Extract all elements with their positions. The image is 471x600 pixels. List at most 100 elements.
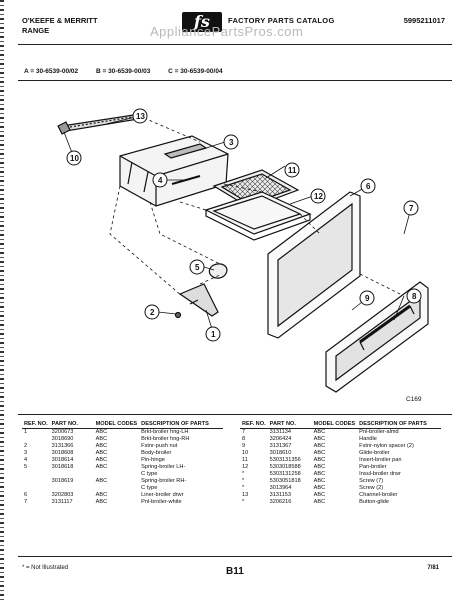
part-no-cell: 5303131356	[269, 457, 301, 463]
svg-text:10: 10	[70, 154, 79, 163]
table-row: * 5303131258 ABC Insul-broiler drwr	[240, 471, 441, 478]
model-codes-cell	[94, 471, 140, 478]
model-codes-cell: ABC	[313, 450, 326, 456]
model-c: C = 30-6539-00/04	[168, 68, 223, 75]
svg-text:8: 8	[412, 292, 417, 301]
part-glide-broiler	[57, 121, 71, 135]
part-no-cell: 5303051818	[269, 478, 301, 484]
parts-table-right: REF. NO. PART NO. MODEL CODES DESCRIPTIO…	[240, 421, 442, 506]
description-cell: Brkt-broiler hng-LH	[141, 429, 189, 435]
part-no-cell: 3206424	[269, 436, 292, 442]
ref-no-cell: 8	[242, 436, 246, 442]
svg-text:2: 2	[150, 308, 155, 317]
description-cell: Pan-broiler	[359, 464, 387, 470]
ref-no-cell: 1	[24, 429, 28, 435]
description-cell: Pin-hinge	[141, 457, 165, 463]
description-cell: Insert-broiler pan	[359, 457, 402, 463]
catalog-number: 5995211017	[403, 16, 445, 25]
description-cell: Brkt-broiler hng-RH	[141, 436, 190, 442]
callout-1: 1	[205, 326, 221, 342]
table-row: C type	[22, 471, 223, 478]
ref-no-cell: 4	[24, 457, 28, 463]
model-codes-cell: ABC	[313, 464, 326, 470]
callout-5: 5	[189, 259, 205, 275]
watermark: AppliancePartsPros.com	[150, 24, 304, 39]
ref-no-cell: 6	[24, 492, 28, 498]
part-liner-broiler-drawer	[267, 191, 361, 339]
part-no-cell: 3013964	[269, 485, 292, 491]
revision-date: 7/81	[427, 565, 439, 571]
callout-4: 4	[152, 172, 168, 188]
part-no-cell: 3018610	[269, 450, 292, 456]
description-cell: Glide-broiler	[359, 450, 390, 456]
model-codes-cell: ABC	[313, 478, 326, 484]
model-codes-cell: ABC	[313, 485, 326, 491]
ref-no-cell: 13	[242, 492, 249, 498]
part-no-cell: 3018690	[51, 436, 74, 442]
part-handle	[359, 304, 415, 351]
model-b: B = 30-6539-00/03	[95, 68, 151, 75]
brand-line-1: O'KEEFE & MERRITT	[22, 16, 98, 25]
model-codes-cell: ABC	[313, 429, 326, 435]
brand-title: O'KEEFE & MERRITT RANGE	[22, 16, 98, 36]
ref-no-cell: 2	[24, 443, 28, 449]
ref-no-cell: 7	[24, 499, 28, 505]
model-codes-cell: ABC	[313, 499, 326, 505]
description-cell: Fstnr-nylon spacer (2)	[359, 443, 414, 449]
model-codes-cell: ABC	[95, 429, 108, 435]
ref-no-cell: 5	[24, 464, 28, 470]
description-cell: Body-broiler	[141, 450, 172, 456]
ref-no-cell: *	[242, 471, 245, 477]
exploded-parts-diagram: 13 10 3 4 11 12 6 7 5 8 9 2 1	[57, 108, 429, 393]
description-cell: Insul-broiler drwr	[359, 471, 401, 477]
ref-no-cell: 7	[242, 429, 246, 435]
model-codes-cell: ABC	[313, 492, 326, 498]
model-codes-cell: ABC	[95, 492, 108, 498]
part-pan-broiler	[204, 191, 312, 241]
svg-text:11: 11	[288, 166, 297, 175]
ref-no-cell: *	[242, 499, 245, 505]
header-description: DESCRIPTION OF PARTS	[357, 421, 442, 429]
catalog-title: FACTORY PARTS CATALOG	[228, 16, 335, 25]
model-codes-cell: ABC	[95, 464, 108, 470]
description-cell: C type	[141, 485, 158, 491]
callout-8: 8	[406, 288, 422, 304]
diagram-code: C169	[406, 396, 422, 403]
parts-table-left: REF. NO. PART NO. MODEL CODES DESCRIPTIO…	[22, 421, 224, 506]
part-no-cell	[50, 485, 94, 492]
svg-text:13: 13	[136, 112, 145, 121]
footer-rule	[18, 556, 452, 557]
part-no-cell	[50, 471, 94, 478]
scan-edge-artifact	[0, 0, 4, 600]
part-no-cell: 5303131258	[269, 471, 301, 477]
description-cell: Screw (2)	[359, 485, 384, 491]
callout-2: 2	[144, 304, 160, 320]
model-codes-cell	[94, 485, 140, 492]
header-ref-no: REF. NO.	[240, 421, 268, 429]
header-rule	[18, 44, 452, 45]
callout-6: 6	[360, 178, 376, 194]
model-codes-cell: ABC	[313, 471, 326, 477]
part-spring-broiler	[208, 263, 228, 279]
model-codes-cell: ABC	[313, 436, 326, 442]
callout-11: 11	[284, 162, 300, 178]
callout-7: 7	[403, 200, 419, 216]
description-cell: Pnl-broiler-almd	[359, 429, 399, 435]
part-no-cell: 3018619	[51, 478, 74, 484]
part-no-cell: 3206216	[269, 499, 292, 505]
part-push-nut	[174, 311, 182, 319]
table-header-row: REF. NO. PART NO. MODEL CODES DESCRIPTIO…	[240, 421, 442, 429]
